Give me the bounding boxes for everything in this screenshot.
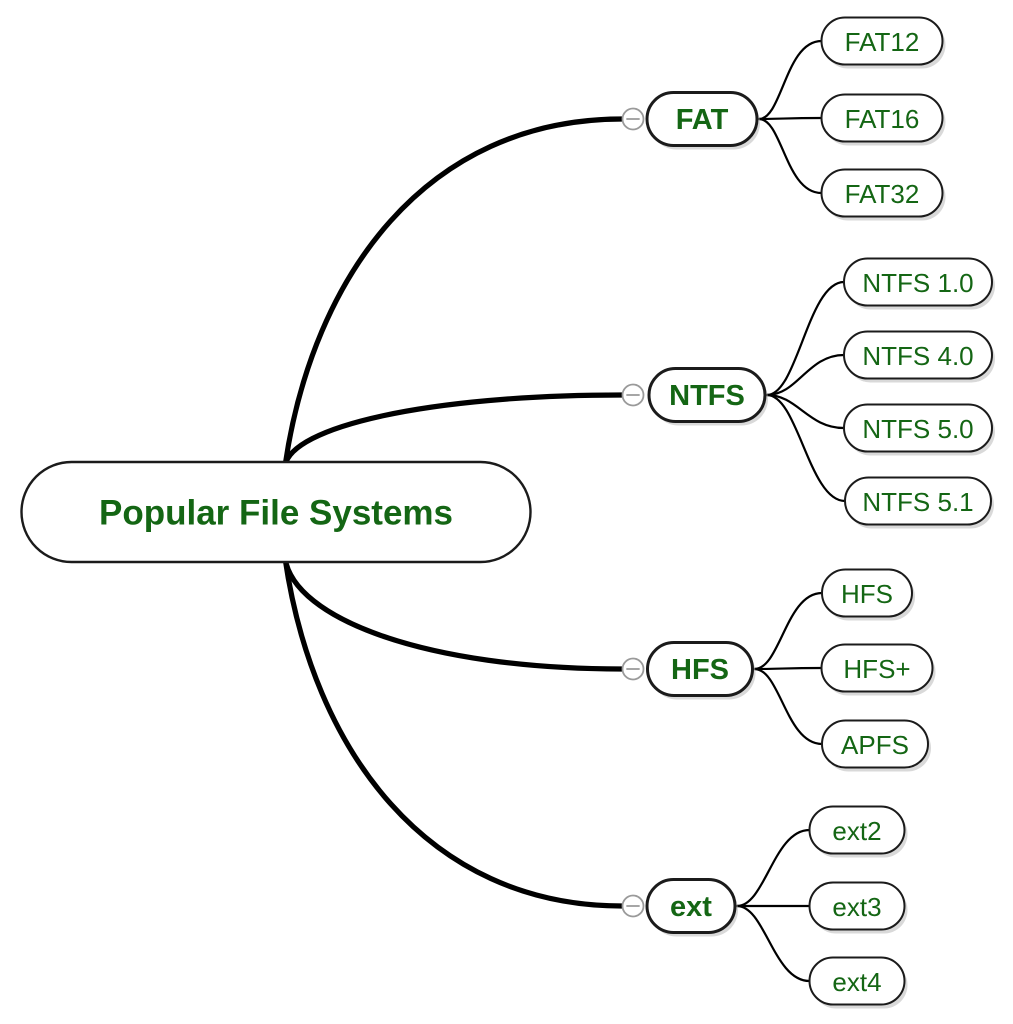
branch-to-leaf-link [753,666,823,671]
node-label: HFS [841,579,893,609]
node-outline [843,403,993,453]
node-outline [820,643,934,693]
node-label: Popular File Systems [99,494,453,533]
branch-to-leaf-link [765,393,847,503]
leaf-node[interactable]: NTFS 5.0 [843,403,995,456]
leaf-node[interactable]: FAT16 [820,93,946,146]
leaf-node[interactable]: FAT12 [820,16,946,69]
node-outline [808,805,906,855]
branch-to-leaf-link [765,280,846,397]
branch-node-fat[interactable]: FAT [645,91,760,150]
branch-node-ext[interactable]: ext [645,878,738,937]
node-label: FAT32 [845,179,920,209]
leaf-node[interactable]: HFS+ [820,643,936,696]
node-label: NTFS 4.0 [862,341,973,371]
collapse-toggle-ntfs[interactable] [621,383,645,407]
node-outline [820,16,944,66]
collapse-toggle-fat[interactable] [621,107,645,131]
leaf-node[interactable]: ext4 [808,956,908,1009]
node-outline [646,641,754,697]
node-label: APFS [841,730,909,760]
root-to-branch-link-ntfs [282,392,625,469]
root-to-branch-link-hfs [282,555,625,672]
leaf-node[interactable]: NTFS 5.1 [844,476,994,529]
leaf-node[interactable]: ext3 [808,881,908,934]
branch-to-leaf-link [757,117,823,195]
branch-to-leaf-link [765,353,846,397]
node-outline [844,476,992,526]
node-label: NTFS 1.0 [862,268,973,298]
node-outline [820,93,944,143]
leaf-node[interactable]: NTFS 1.0 [843,257,995,310]
node-label: ext3 [832,892,881,922]
node-label: FAT12 [845,27,920,57]
node-label: NTFS 5.1 [862,487,973,517]
leaf-node[interactable]: ext2 [808,805,908,858]
root-node[interactable]: Popular File Systems [20,460,532,564]
leaf-node[interactable]: APFS [821,719,931,772]
branch-to-leaf-link [765,393,846,430]
node-outline [645,91,759,147]
node-group: Popular File Systems FAT FAT12FAT16FAT32NT… [20,16,995,1009]
node-label: ext2 [832,816,881,846]
node-label: ext [670,891,712,923]
root-to-branch-link-fat [282,116,625,469]
node-outline [645,878,737,934]
node-outline [820,168,944,218]
node-outline [821,719,929,769]
node-outline [808,881,906,931]
branch-to-leaf-link [757,116,823,121]
leaf-node[interactable]: FAT32 [820,168,946,221]
branch-to-leaf-link [753,667,824,746]
node-outline [821,568,913,618]
branch-node-ntfs[interactable]: NTFS [647,367,768,426]
node-label: HFS+ [843,654,910,684]
branch-to-leaf-link [735,904,811,983]
node-label: ext4 [832,967,881,997]
node-label: NTFS 5.0 [862,414,973,444]
branch-connector-group [735,39,847,983]
branch-to-leaf-link [757,39,823,121]
leaf-node[interactable]: NTFS 4.0 [843,330,995,383]
root-to-branch-link-ext [282,555,625,909]
leaf-node[interactable]: HFS [821,568,915,621]
node-outline [843,330,993,380]
branch-to-leaf-link [753,591,824,671]
node-outline [20,460,532,564]
branch-to-leaf-link [735,828,811,908]
node-label: HFS [671,654,729,686]
root-connector-group [282,116,625,909]
collapse-toggle-ext[interactable] [621,894,645,918]
node-label: NTFS [669,380,745,412]
node-label: FAT [676,104,729,136]
branch-node-hfs[interactable]: HFS [646,641,756,700]
node-outline [647,367,767,423]
node-outline [843,257,993,307]
collapse-toggle-hfs[interactable] [621,657,645,681]
node-label: FAT16 [845,104,920,134]
node-outline [808,956,906,1006]
